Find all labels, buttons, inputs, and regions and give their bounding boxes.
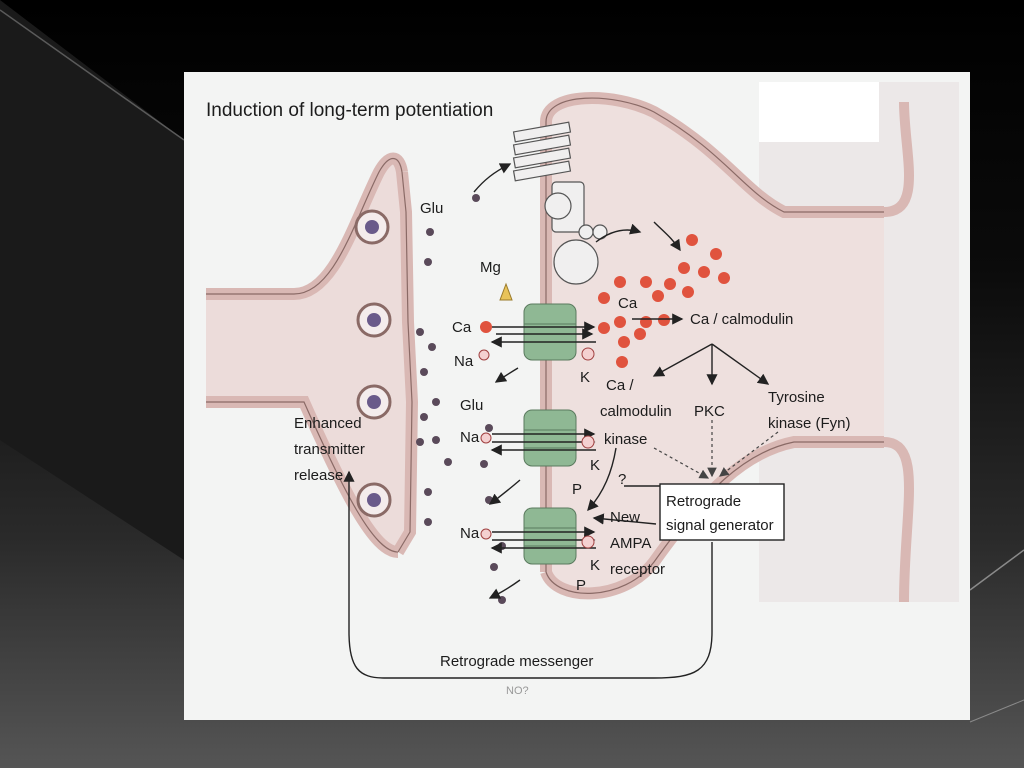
na-ion-icon — [480, 528, 492, 540]
na-ion-icon — [478, 349, 490, 361]
label-na-1: Na — [454, 353, 474, 370]
label-ca-cluster: Ca — [618, 295, 638, 312]
label-tyrosine-line2: kinase (Fyn) — [768, 415, 851, 432]
white-patch — [759, 82, 879, 142]
nmda-receptor — [523, 303, 577, 361]
label-glu-top: Glu — [420, 200, 443, 217]
label-k-3: K — [590, 557, 600, 574]
metabotropic-receptor — [512, 121, 608, 285]
presynaptic-terminal — [206, 152, 419, 558]
label-question: ? — [618, 471, 626, 488]
retrograde-messenger-path — [343, 470, 713, 679]
ampa-receptor-2 — [523, 507, 577, 565]
mg-ion-icon — [499, 282, 513, 301]
label-camk-line2: calmodulin — [600, 403, 672, 420]
label-retrograde-messenger: Retrograde messenger — [440, 653, 593, 670]
label-p-1: P — [572, 481, 582, 498]
ca-ion-icon — [480, 321, 492, 333]
label-ampa-line3: receptor — [610, 561, 665, 578]
calcium-cluster — [598, 234, 730, 368]
k-ion-icon — [581, 535, 595, 549]
k-ion-icon — [581, 347, 595, 361]
signalling-arrows — [473, 163, 770, 599]
ltp-diagram: Induction of long-term potentiation Glu … — [206, 82, 959, 697]
label-retro-gen-line2: signal generator — [666, 517, 774, 534]
label-enhanced-line3: release — [294, 467, 343, 484]
label-no: NO? — [506, 685, 529, 697]
figure-title: Induction of long-term potentiation — [206, 100, 493, 121]
label-k-2: K — [590, 457, 600, 474]
label-enhanced-line2: transmitter — [294, 441, 365, 458]
synaptic-vesicles — [354, 209, 392, 518]
label-na-2: Na — [460, 429, 480, 446]
label-enhanced-line1: Enhanced — [294, 415, 362, 432]
na-ion-icon — [480, 432, 492, 444]
label-retro-gen-line1: Retrograde — [666, 493, 741, 510]
label-camk-line1: Ca / — [606, 377, 634, 394]
label-ampa-line2: AMPA — [610, 535, 651, 552]
label-ca-left: Ca — [452, 319, 472, 336]
vesicle — [356, 482, 392, 518]
label-pkc: PKC — [694, 403, 725, 420]
label-ampa-line1: New — [610, 509, 640, 526]
label-na-3: Na — [460, 525, 480, 542]
ampa-receptor-1 — [523, 409, 577, 467]
glutamate-molecules — [416, 194, 506, 604]
retrograde-signal-generator-box — [659, 483, 785, 541]
label-ca-calmodulin: Ca / calmodulin — [690, 311, 793, 328]
dashed-arrows — [653, 420, 779, 479]
label-mg: Mg — [480, 259, 501, 276]
label-tyrosine-line1: Tyrosine — [768, 389, 825, 406]
ltp-figure: Induction of long-term potentiation Glu … — [184, 72, 970, 720]
label-glu-mid: Glu — [460, 397, 483, 414]
label-p-2: P — [576, 577, 586, 594]
ion-flow-arrows — [490, 321, 596, 554]
vesicle — [356, 384, 392, 420]
label-camk-line3: kinase — [604, 431, 647, 448]
vesicle — [354, 209, 390, 245]
k-ion-icon — [581, 435, 595, 449]
vesicle — [356, 302, 392, 338]
label-k-1: K — [580, 369, 590, 386]
